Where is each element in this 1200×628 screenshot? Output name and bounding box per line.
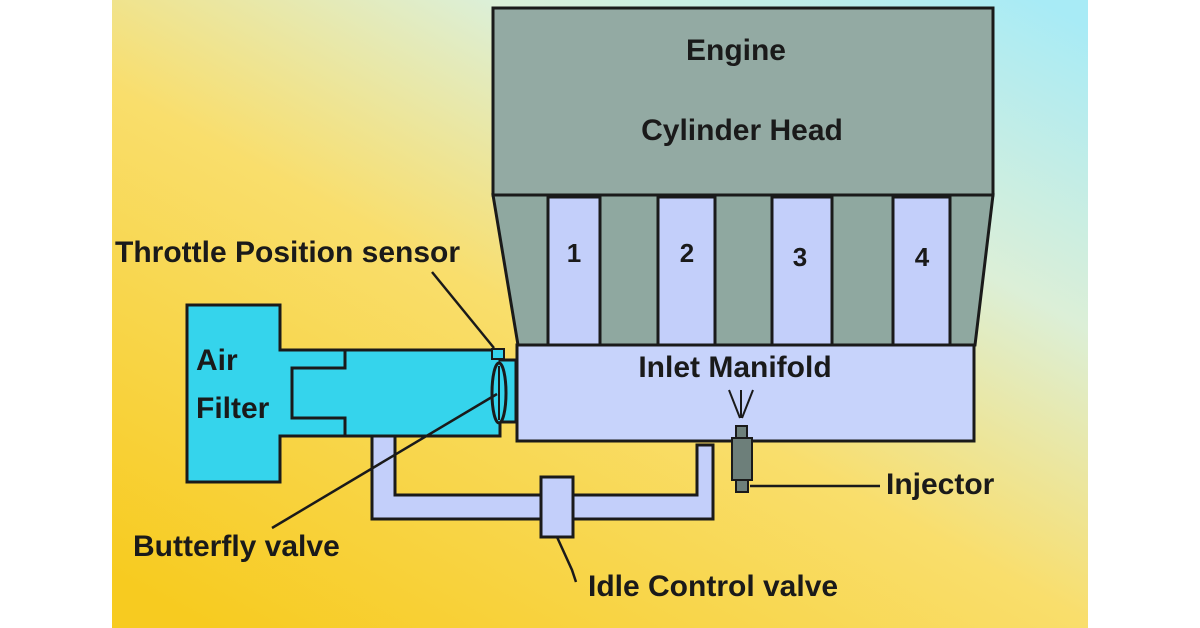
air-filter-label-line-1: Air	[196, 344, 238, 377]
idle-control-valve	[539, 475, 575, 539]
cylinder-head-label: Cylinder Head	[641, 114, 843, 147]
throttle-position-sensor-label: Throttle Position sensor	[115, 236, 460, 269]
throttle-position-sensor-leader	[431, 271, 495, 349]
butterfly-valve-leader	[271, 392, 498, 530]
injector-nozzle	[735, 425, 748, 439]
cylinder-number-2: 2	[680, 238, 694, 268]
idle-bypass-pipe	[370, 430, 715, 521]
idle-control-valve-leader	[555, 536, 578, 583]
cylinder-runner-1	[546, 195, 602, 347]
cylinder-runner-4	[891, 195, 952, 347]
air-filter-label-line-2: Filter	[196, 392, 270, 425]
engine-label: Engine	[686, 34, 786, 67]
injector-body	[731, 437, 753, 481]
injector	[728, 389, 754, 493]
air-filter-assembly: Air Filter	[185, 303, 518, 484]
cylinder-runner-2	[656, 195, 717, 347]
injector-spray-line	[728, 389, 741, 419]
cylinder-number-3: 3	[793, 242, 807, 272]
butterfly-valve-label: Butterfly valve	[133, 530, 340, 563]
inlet-manifold-label: Inlet Manifold	[638, 351, 831, 384]
injector-connector	[735, 479, 749, 493]
cylinder-head	[491, 6, 995, 197]
cylinder-number-4: 4	[915, 242, 930, 272]
idle-control-valve-label: Idle Control valve	[588, 570, 838, 603]
cylinder-number-1: 1	[567, 238, 581, 268]
cylinder-runners: 1 2 3 4	[546, 195, 952, 347]
throttle-position-sensor	[491, 348, 505, 360]
injector-label: Injector	[886, 468, 995, 501]
injector-spray-line	[741, 389, 754, 419]
